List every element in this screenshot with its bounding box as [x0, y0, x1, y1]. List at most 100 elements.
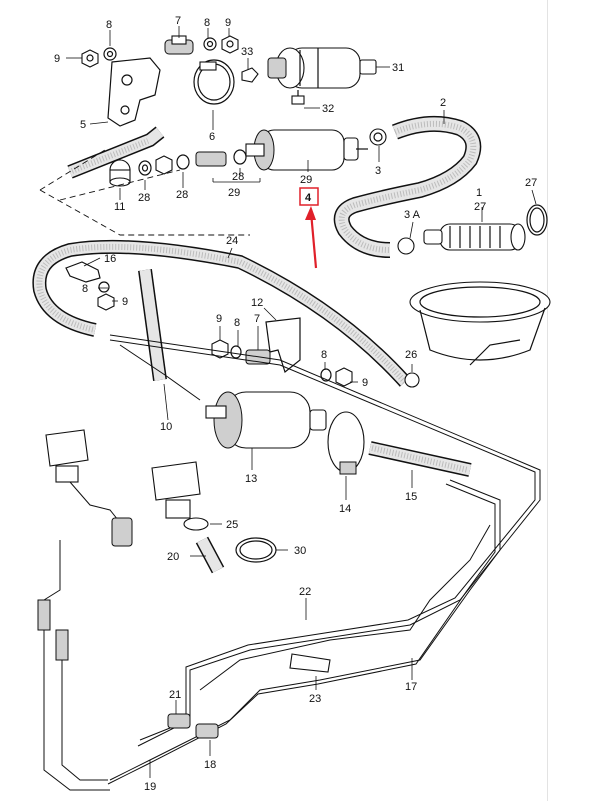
label-20: 20 — [167, 551, 179, 563]
diagram-frame — [547, 0, 548, 801]
clamp-26 — [404, 372, 420, 388]
washer-28-left — [138, 160, 152, 176]
label-27-sub: 27 — [474, 201, 486, 213]
label-28-c: 28 — [232, 171, 244, 183]
fitting-21 — [167, 713, 191, 729]
dash-line-1 — [39, 149, 106, 191]
nut-9-top-right — [221, 35, 239, 54]
label-12: 12 — [251, 297, 263, 309]
hose-clamp-6 — [193, 59, 235, 105]
washer-28-b — [233, 149, 247, 165]
highlight-arrow — [299, 187, 319, 269]
filter-14 — [327, 411, 365, 475]
tank-sender-1 — [423, 223, 526, 251]
hose-24 — [32, 239, 411, 387]
label-21: 21 — [169, 689, 181, 701]
label-9-top-left: 9 — [54, 53, 60, 65]
label-22: 22 — [299, 586, 311, 598]
nut-9-right — [335, 367, 353, 387]
label-23: 23 — [309, 693, 321, 705]
fitting-25 — [183, 517, 209, 531]
hose-2 — [333, 115, 482, 258]
hard-line-main — [109, 334, 541, 747]
hose-20 — [195, 536, 225, 574]
hard-line-secondary — [107, 344, 501, 785]
label-14: 14 — [339, 503, 351, 515]
clamp-3a — [397, 237, 415, 255]
fuel-pump-13 — [205, 391, 327, 449]
label-29-top: 29 — [300, 174, 312, 186]
label-15: 15 — [405, 491, 417, 503]
label-32: 32 — [322, 103, 334, 115]
washer-8-left — [98, 281, 110, 293]
label-19: 19 — [144, 781, 156, 793]
washer-28-a — [176, 154, 190, 170]
label-33: 33 — [241, 46, 253, 58]
clamp-3 — [369, 128, 387, 146]
label-10: 10 — [160, 421, 172, 433]
label-7-mid: 7 — [254, 313, 260, 325]
fitting-18 — [195, 723, 219, 739]
hard-line-22 — [199, 524, 491, 691]
label-25: 25 — [226, 519, 238, 531]
label-8-left: 8 — [82, 283, 88, 295]
fuel-filter-29 — [245, 129, 368, 171]
label-8-right: 8 — [321, 349, 327, 361]
nut-9-top — [81, 49, 99, 68]
label-30: 30 — [294, 545, 306, 557]
fuel-pump-31 — [267, 47, 377, 89]
nut-28-mid — [155, 155, 173, 175]
label-4: 4 — [305, 192, 312, 204]
label-28-a: 28 — [138, 192, 150, 204]
hose-15 — [368, 441, 472, 477]
fitting-29-left — [195, 151, 227, 167]
clamp-16 — [65, 261, 101, 283]
mounting-bracket — [107, 57, 161, 127]
label-2: 2 — [440, 97, 446, 109]
clip-23 — [289, 653, 331, 673]
label-6: 6 — [209, 131, 215, 143]
hard-line-left — [43, 540, 110, 791]
label-28-b: 28 — [176, 189, 188, 201]
label-18: 18 — [204, 759, 216, 771]
label-8-mid: 8 — [234, 317, 240, 329]
label-3: 3 — [375, 165, 381, 177]
pressure-regulator-lower — [151, 461, 201, 519]
label-27: 27 — [525, 177, 537, 189]
o-ring-27 — [526, 204, 548, 236]
fuel-tank-housing — [409, 281, 551, 366]
clamp-30 — [235, 537, 277, 563]
label-26: 26 — [405, 349, 417, 361]
label-29-left: 29 — [228, 187, 240, 199]
dash-line-3 — [59, 169, 181, 201]
label-8-top: 8 — [106, 19, 112, 31]
bolt-7-top — [164, 35, 194, 55]
label-11: 11 — [114, 201, 125, 213]
washer-8-top-right — [203, 37, 217, 51]
label-16: 16 — [104, 253, 116, 265]
hose-vertical-10 — [138, 269, 167, 381]
leader-lines — [66, 26, 537, 778]
plug-33 — [241, 67, 259, 83]
label-9-top-right: 9 — [225, 17, 231, 29]
hose-stub-upper-left — [67, 126, 165, 179]
label-13: 13 — [245, 473, 257, 485]
washer-8-right — [320, 368, 332, 382]
washer-8-top — [103, 47, 117, 61]
washer-8-mid — [230, 345, 242, 359]
label-24: 24 — [226, 235, 238, 247]
dash-line-2 — [39, 189, 250, 236]
label-17: 17 — [405, 681, 417, 693]
label-3a: 3 A — [404, 209, 421, 221]
label-31: 31 — [392, 62, 404, 74]
ring-11 — [109, 159, 131, 187]
screw-32 — [291, 90, 305, 105]
pressure-regulator-upper — [45, 429, 133, 547]
label-9-left: 9 — [122, 296, 128, 308]
fuel-line-ends-left — [37, 599, 69, 661]
part-labels: 9 8 7 8 9 33 31 5 6 32 2 3 29 4 11 28 28… — [54, 15, 537, 793]
label-9-mid: 9 — [216, 313, 222, 325]
label-8-top-right: 8 — [204, 17, 210, 29]
label-9-right: 9 — [362, 377, 368, 389]
